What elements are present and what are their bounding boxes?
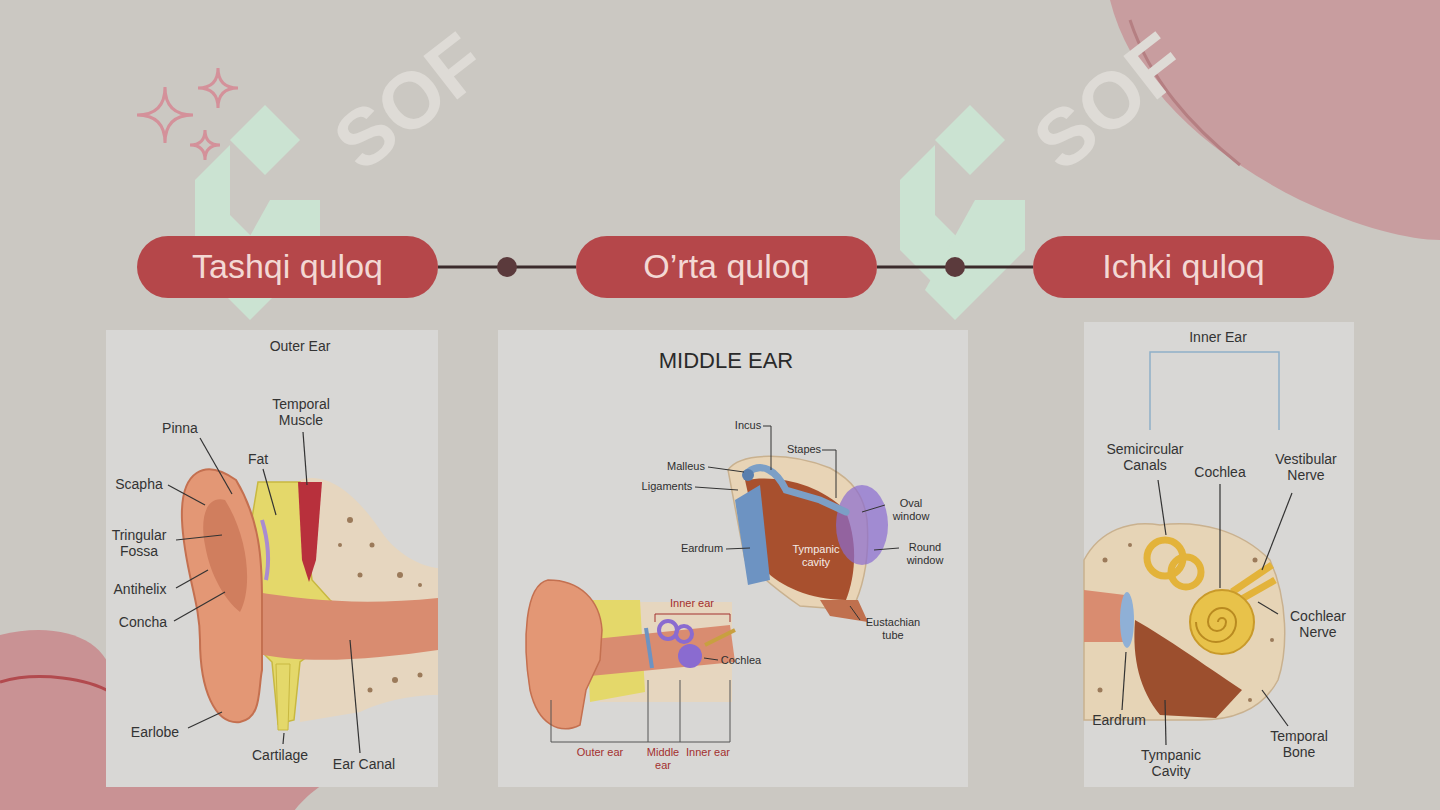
part-label: Cochlea xyxy=(720,654,762,667)
connector-dot xyxy=(945,257,965,277)
part-label: Ear Canal xyxy=(328,756,400,772)
part-label: Outer Ear xyxy=(255,338,345,354)
part-label: Semicircular Canals xyxy=(1101,441,1189,473)
panel-title: MIDDLE EAR xyxy=(636,348,816,373)
section-title: Tashqi quloq xyxy=(192,248,383,285)
region-label: Outer ear xyxy=(575,746,625,759)
part-label: Inner Ear xyxy=(1178,329,1258,345)
watermark: SOF xyxy=(299,3,522,201)
part-label: Vestibular Nerve xyxy=(1266,451,1346,483)
part-label: Tringular Fossa xyxy=(103,527,175,559)
section-pill: O’rta quloq xyxy=(576,236,877,298)
part-label: Incus xyxy=(731,419,765,432)
part-label: Eardrum xyxy=(1088,712,1150,728)
part-label: Cochlea xyxy=(1192,464,1248,480)
part-label: Ligaments xyxy=(640,480,694,493)
part-label: Concha xyxy=(113,614,173,630)
part-label: Eustachian tube xyxy=(861,616,925,641)
watermark: SOF xyxy=(999,3,1222,201)
timeline-connector xyxy=(877,257,1033,277)
part-label: Cartilage xyxy=(245,747,315,763)
section-title: O’rta quloq xyxy=(643,248,809,285)
part-label: Round window xyxy=(901,541,949,566)
part-label: Antihelix xyxy=(105,581,175,597)
part-label: Temporal Bone xyxy=(1263,728,1335,760)
section-title: Ichki quloq xyxy=(1102,248,1265,285)
part-label: Cochlear Nerve xyxy=(1280,608,1356,640)
part-label: Earlobe xyxy=(124,724,186,740)
part-label: Scapha xyxy=(111,476,167,492)
inset-label: Tympanic cavity xyxy=(787,543,845,568)
part-label: Fat xyxy=(243,451,273,467)
part-label: Eardrum xyxy=(679,542,725,555)
part-label: Pinna xyxy=(155,420,205,436)
section-pill: Ichki quloq xyxy=(1033,236,1334,298)
region-label: Middle ear xyxy=(643,746,683,771)
part-label: Temporal Muscle xyxy=(265,396,337,428)
part-label: Tympanic Cavity xyxy=(1133,747,1209,779)
region-label: Inner ear xyxy=(685,746,731,759)
connector-dot xyxy=(497,257,517,277)
part-label: Malleus xyxy=(664,460,708,473)
region-label: Inner ear xyxy=(667,597,717,610)
part-label: Stapes xyxy=(784,443,824,456)
timeline-connector xyxy=(438,257,576,277)
section-pill: Tashqi quloq xyxy=(137,236,438,298)
part-label: Oval window xyxy=(887,497,935,522)
